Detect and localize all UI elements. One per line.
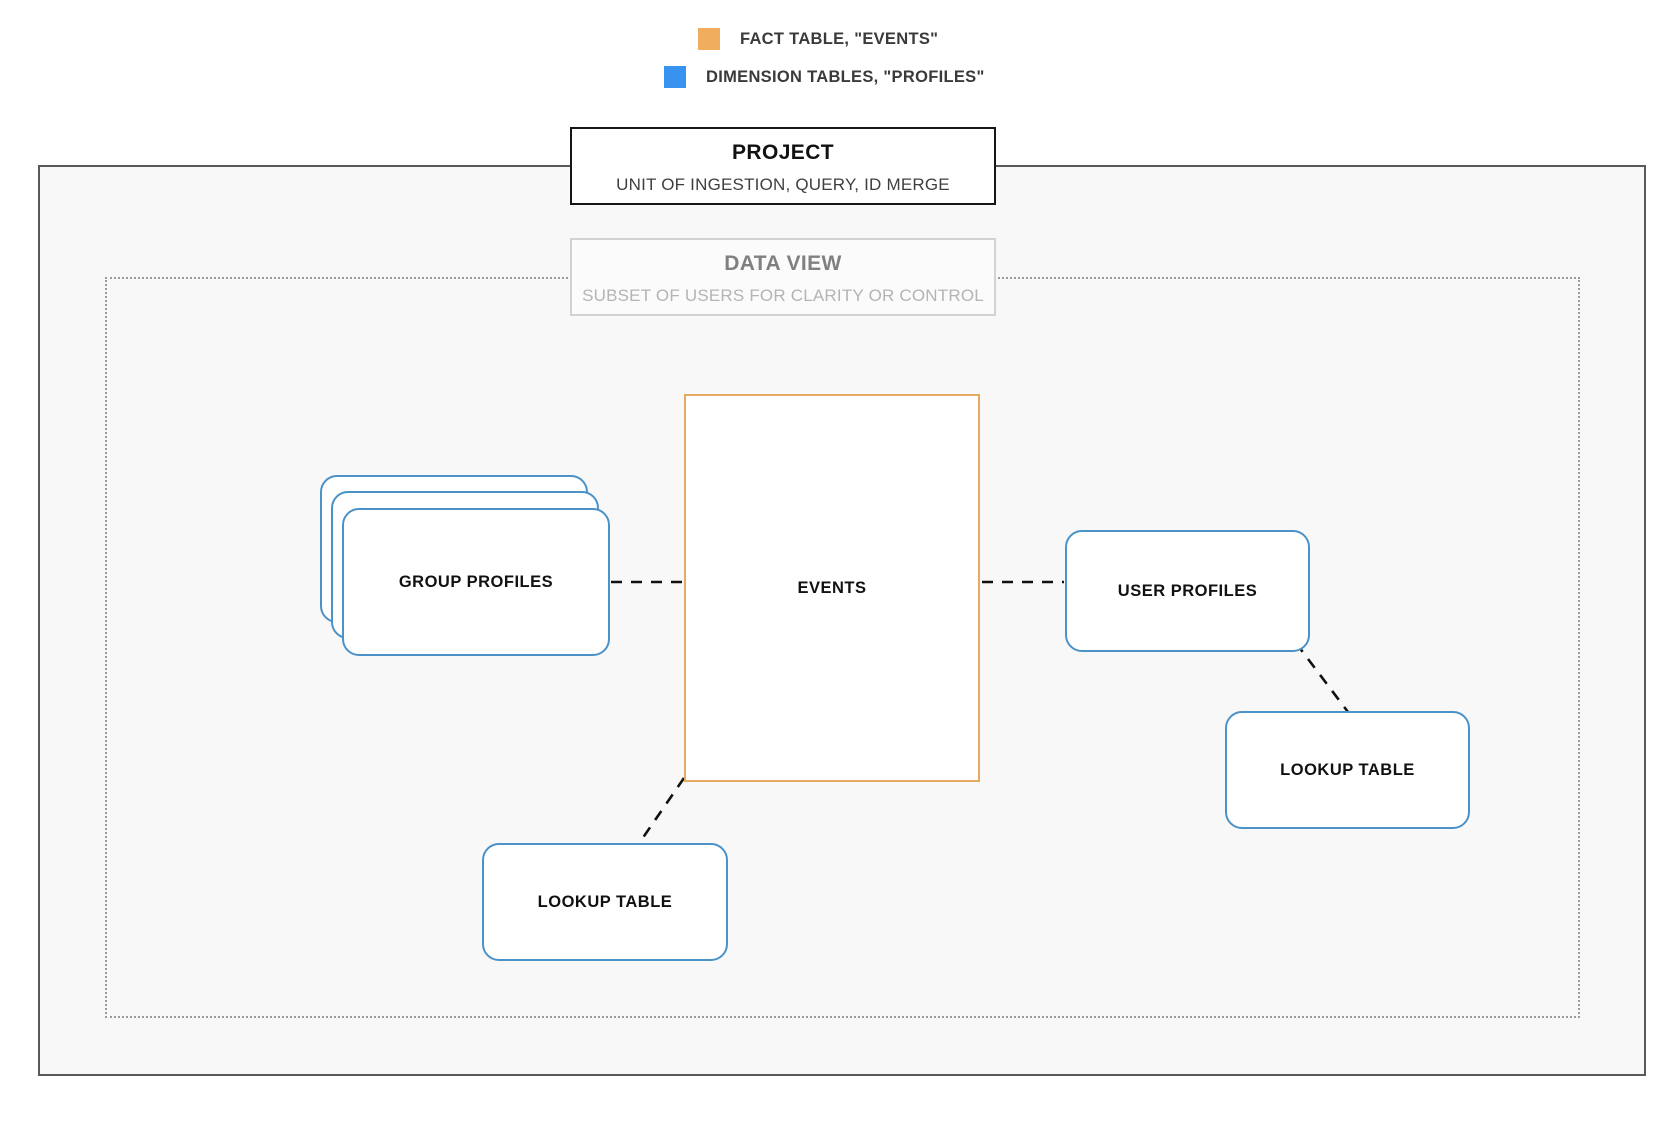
project-subtitle: UNIT OF INGESTION, QUERY, ID MERGE	[616, 175, 950, 194]
legend-item-fact-table: FACT TABLE, "EVENTS"	[0, 28, 1000, 50]
node-group-profiles[interactable]: GROUP PROFILES	[320, 475, 610, 656]
node-lookup-table-left[interactable]: LOOKUP TABLE	[482, 843, 728, 961]
node-events[interactable]: EVENTS	[684, 394, 980, 782]
node-user-profiles-label: USER PROFILES	[1117, 581, 1258, 600]
project-title: PROJECT	[732, 141, 834, 164]
node-lookup-table-right-label: LOOKUP TABLE	[1280, 760, 1415, 779]
node-group-profiles-label: GROUP PROFILES	[398, 572, 554, 591]
stack-card-front: GROUP PROFILES	[342, 508, 610, 656]
node-lookup-table-right[interactable]: LOOKUP TABLE	[1225, 711, 1470, 829]
project-title-box: PROJECT UNIT OF INGESTION, QUERY, ID MER…	[570, 127, 996, 205]
legend-label-fact-table: FACT TABLE, "EVENTS"	[740, 29, 939, 48]
data-view-title-box: DATA VIEW SUBSET OF USERS FOR CLARITY OR…	[570, 238, 996, 316]
data-view-title: DATA VIEW	[724, 252, 842, 275]
square-swatch-icon	[698, 28, 720, 50]
data-view-subtitle: SUBSET OF USERS FOR CLARITY OR CONTROL	[582, 286, 984, 305]
legend: FACT TABLE, "EVENTS" DIMENSION TABLES, "…	[0, 28, 1000, 88]
node-events-label: EVENTS	[797, 578, 867, 597]
legend-item-dimension-tables: DIMENSION TABLES, "PROFILES"	[0, 66, 1000, 88]
legend-label-dimension-tables: DIMENSION TABLES, "PROFILES"	[706, 67, 985, 86]
node-lookup-table-left-label: LOOKUP TABLE	[537, 892, 673, 911]
square-swatch-icon	[664, 66, 686, 88]
node-user-profiles[interactable]: USER PROFILES	[1065, 530, 1310, 652]
